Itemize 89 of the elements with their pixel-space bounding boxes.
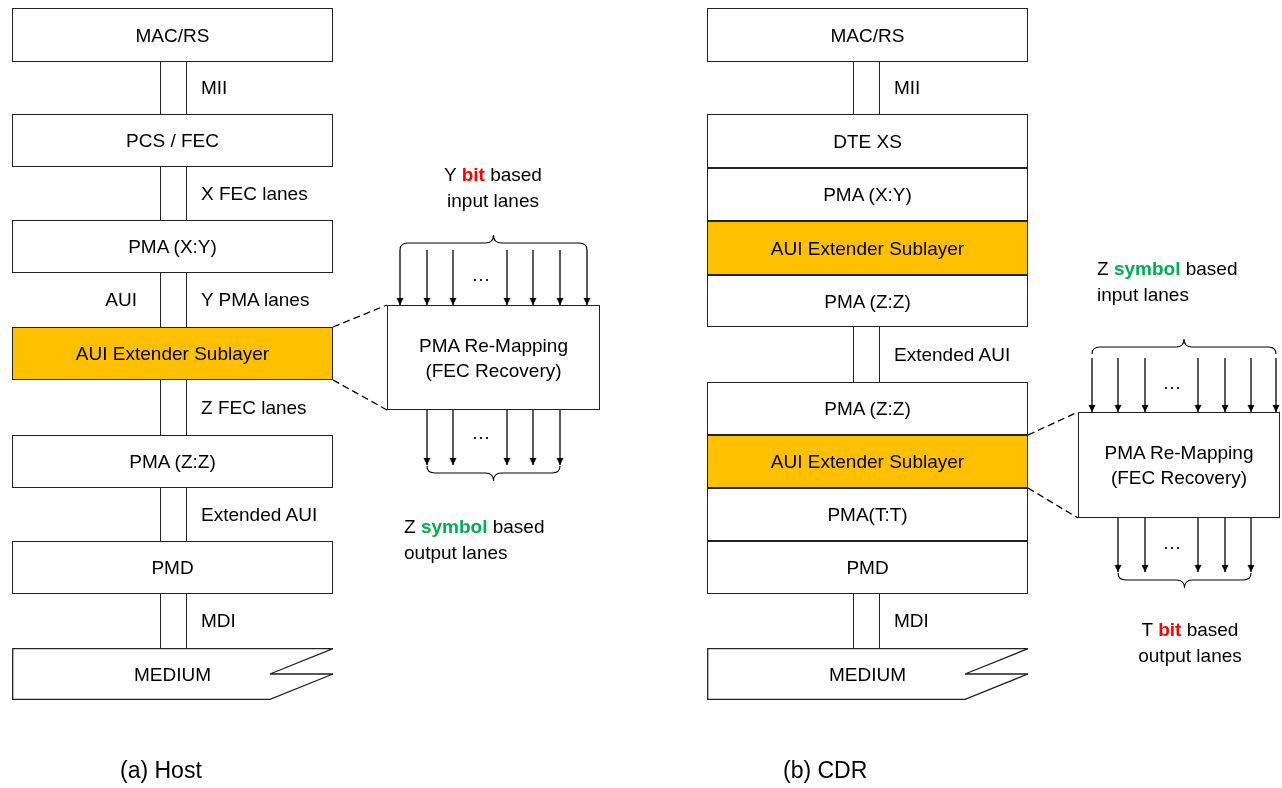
arrow [1194, 517, 1202, 573]
arrow [1088, 357, 1096, 413]
interface-bar [160, 61, 187, 115]
arrow [423, 409, 431, 466]
arrow [423, 249, 431, 306]
box-label: AUI Extender Sublayer [770, 236, 965, 261]
interface-label: MDI [894, 609, 929, 633]
box-label: PMA (Z:Z) [824, 397, 911, 421]
interface-label: Extended AUI [201, 502, 318, 527]
interface-label: MII [894, 76, 921, 100]
subfigure-caption: (a) Host [120, 757, 202, 783]
ellipsis: … [471, 263, 491, 287]
layer-box [12, 541, 333, 594]
arrow [449, 409, 457, 466]
box-label: MEDIUM [133, 662, 212, 687]
arrow [1114, 517, 1122, 573]
arrow [556, 409, 564, 466]
box-label: PMA Re-Mapping (FEC Recovery) [1103, 441, 1255, 490]
arrow [396, 249, 404, 306]
ellipsis: … [1162, 371, 1182, 395]
box-label: PCS / FEC [126, 129, 219, 153]
dashed-line [332, 304, 388, 328]
arrow [1221, 357, 1229, 413]
box-label: PMA Re-Mapping (FEC Recovery) [418, 333, 569, 383]
box-label: PMA (Z:Z) [824, 289, 911, 314]
arrow [1114, 357, 1122, 413]
box-label: PMD [151, 556, 194, 580]
layer-box [707, 541, 1028, 594]
layer-box [387, 305, 600, 410]
interface-bar [160, 379, 187, 436]
lane-note: Z symbol based input lanes [1097, 257, 1239, 307]
layer-box [707, 488, 1028, 541]
layer-box [12, 8, 333, 62]
layer-box [12, 220, 333, 273]
layer-box [707, 114, 1028, 168]
arrow [449, 249, 457, 306]
interface-label: MII [201, 76, 228, 100]
interface-bar [160, 487, 187, 542]
layer-box [707, 8, 1028, 62]
interface-label: Extended AUI [894, 342, 1011, 367]
interface-bar [160, 166, 187, 221]
box-label: MAC/RS [830, 23, 905, 48]
arrow [503, 249, 511, 306]
layer-box [707, 382, 1028, 435]
box-label: PMA(T:T) [827, 503, 908, 527]
arrow [529, 409, 537, 466]
interface-label: MDI [201, 609, 236, 633]
arrow [529, 249, 537, 306]
interface-bar [853, 326, 880, 383]
box-label: DTE XS [833, 129, 902, 154]
layer-box [12, 114, 333, 167]
layer-box [707, 168, 1028, 221]
subfigure-caption: (b) CDR [783, 757, 868, 783]
arrow [1272, 357, 1280, 413]
dashed-line [1027, 487, 1079, 519]
box-label: PMD [846, 556, 889, 580]
layer-box [12, 327, 333, 380]
layer-box [1078, 412, 1280, 518]
box-label: AUI Extender Sublayer [770, 450, 965, 474]
interface-label: X FEC lanes [201, 181, 308, 206]
lane-note: Z symbol based output lanes [404, 515, 546, 565]
ellipsis: … [1162, 531, 1182, 555]
layer-box [707, 275, 1028, 327]
box-label: PMA (X:Y) [128, 235, 217, 259]
box-label: PMA (X:Y) [823, 183, 912, 207]
arrow [556, 249, 564, 306]
box-label: AUI Extender Sublayer [75, 342, 270, 366]
arrow [1194, 357, 1202, 413]
arrow [1221, 517, 1229, 573]
arrow [1141, 517, 1149, 573]
layer-box [707, 221, 1028, 275]
box-label: MEDIUM [828, 662, 907, 687]
interface-label: Z FEC lanes [201, 395, 307, 420]
arrow [1247, 517, 1255, 573]
interface-bar [853, 61, 880, 115]
interface-label: Y PMA lanes [201, 288, 310, 312]
ellipsis: … [471, 421, 491, 445]
box-label: PMA (Z:Z) [129, 450, 216, 474]
arrow [583, 249, 591, 306]
dashed-line [332, 379, 388, 411]
lane-note: Y bit based input lanes [443, 163, 543, 213]
lane-note: T bit based output lanes [1137, 618, 1243, 668]
layer-box [707, 435, 1028, 488]
interface-label: AUI [105, 288, 137, 312]
layer-box [12, 435, 333, 488]
arrow [1141, 357, 1149, 413]
arrow [503, 409, 511, 466]
arrow [1247, 357, 1255, 413]
box-label: MAC/RS [135, 23, 210, 48]
